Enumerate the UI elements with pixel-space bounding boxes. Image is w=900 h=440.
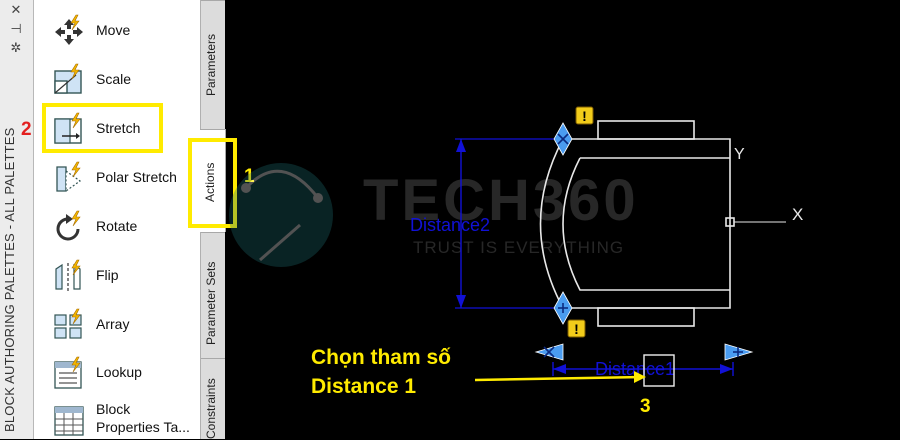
close-icon[interactable]: ✕ (10, 3, 22, 18)
marker-2: 2 (21, 119, 32, 140)
tab-label: Constraints (204, 378, 218, 439)
tool-array[interactable]: Array (34, 301, 200, 347)
tool-label: Polar Stretch (96, 169, 177, 185)
tool-palette: Move Scale Stretch Polar Stretch (34, 0, 200, 439)
tool-label: Stretch (96, 120, 141, 136)
tool-stretch[interactable]: Stretch (34, 105, 200, 151)
distance2-parameter[interactable] (455, 138, 563, 309)
warning-icon[interactable]: ! (567, 319, 586, 338)
ucs-x-label: X (792, 205, 803, 224)
move-icon (55, 14, 83, 45)
warning-glyph: ! (574, 321, 579, 337)
tool-rotate[interactable]: Rotate (34, 203, 200, 249)
block-properties-table-icon (54, 406, 84, 436)
distance2-label: Distance2 (410, 215, 490, 235)
rotate-icon (56, 210, 81, 241)
distance2-grip-bottom[interactable] (553, 291, 573, 325)
palette-tabs: Parameters Actions Parameter Sets Constr… (200, 0, 226, 440)
tool-scale[interactable]: Scale (34, 56, 200, 102)
block-geometry[interactable] (539, 120, 787, 327)
caption-line-1: Chọn tham số (311, 346, 451, 369)
palette-title-strip: ✕ ⊣ ✲ BLOCK AUTHORING PALETTES - ALL PAL… (0, 0, 34, 439)
distance1-grip-left[interactable] (534, 343, 564, 361)
stretch-icon (54, 112, 82, 144)
warning-glyph: ! (582, 108, 587, 124)
tab-parameters[interactable]: Parameters (201, 0, 225, 129)
tab-constraints[interactable]: Constraints (201, 358, 225, 440)
lookup-icon (54, 356, 82, 389)
tab-label: Actions (203, 162, 217, 202)
pickbox-cursor (643, 354, 675, 387)
caption-line-2: Distance 1 (311, 375, 417, 398)
tab-actions[interactable]: Actions (200, 129, 226, 232)
annotation-arrow (474, 371, 646, 383)
array-icon (54, 308, 82, 339)
tool-label: Rotate (96, 218, 138, 234)
marker-1: 1 (244, 166, 255, 188)
distance1-parameter[interactable] (552, 362, 734, 376)
tab-label: Parameter Sets (204, 261, 218, 345)
tool-label: Lookup (96, 364, 142, 380)
drawing-canvas[interactable]: TECH360 TRUST IS EVERYTHING Y X Distance… (226, 0, 900, 439)
watermark-tagline: TRUST IS EVERYTHING (413, 238, 624, 257)
tab-label: Parameters (204, 33, 218, 96)
warning-icon[interactable]: ! (575, 106, 594, 125)
tool-move[interactable]: Move (34, 7, 200, 53)
tool-block-properties-table[interactable]: Block Properties Ta... (34, 396, 200, 439)
scale-icon (54, 63, 82, 94)
tab-parameter-sets[interactable]: Parameter Sets (201, 232, 225, 358)
tool-lookup[interactable]: Lookup (34, 349, 200, 395)
tool-label: Array (96, 316, 130, 332)
settings-icon[interactable]: ✲ (10, 41, 22, 56)
instruction-caption: Chọn tham số Distance 1 (311, 343, 451, 401)
flip-icon (55, 259, 81, 291)
pin-icon[interactable]: ⊣ (10, 22, 22, 37)
marker-3: 3 (640, 396, 651, 417)
tool-polar-stretch[interactable]: Polar Stretch (34, 154, 200, 200)
tool-label: Flip (96, 267, 119, 283)
distance1-grip-right[interactable] (724, 343, 754, 361)
palette-title: BLOCK AUTHORING PALETTES - ALL PALETTES (2, 127, 17, 432)
ucs-y-label: Y (734, 146, 745, 163)
tool-flip[interactable]: Flip (34, 252, 200, 298)
tool-label: Scale (96, 71, 132, 87)
distance1-label: Distance1 (595, 359, 675, 379)
watermark: TECH360 TRUST IS EVERYTHING (229, 163, 639, 267)
distance2-grip-top[interactable] (553, 122, 573, 156)
polar-stretch-icon (56, 161, 82, 193)
tool-label: Move (96, 22, 131, 38)
watermark-brand: TECH360 (363, 168, 639, 233)
tool-label: Block Properties Ta... (96, 401, 190, 435)
